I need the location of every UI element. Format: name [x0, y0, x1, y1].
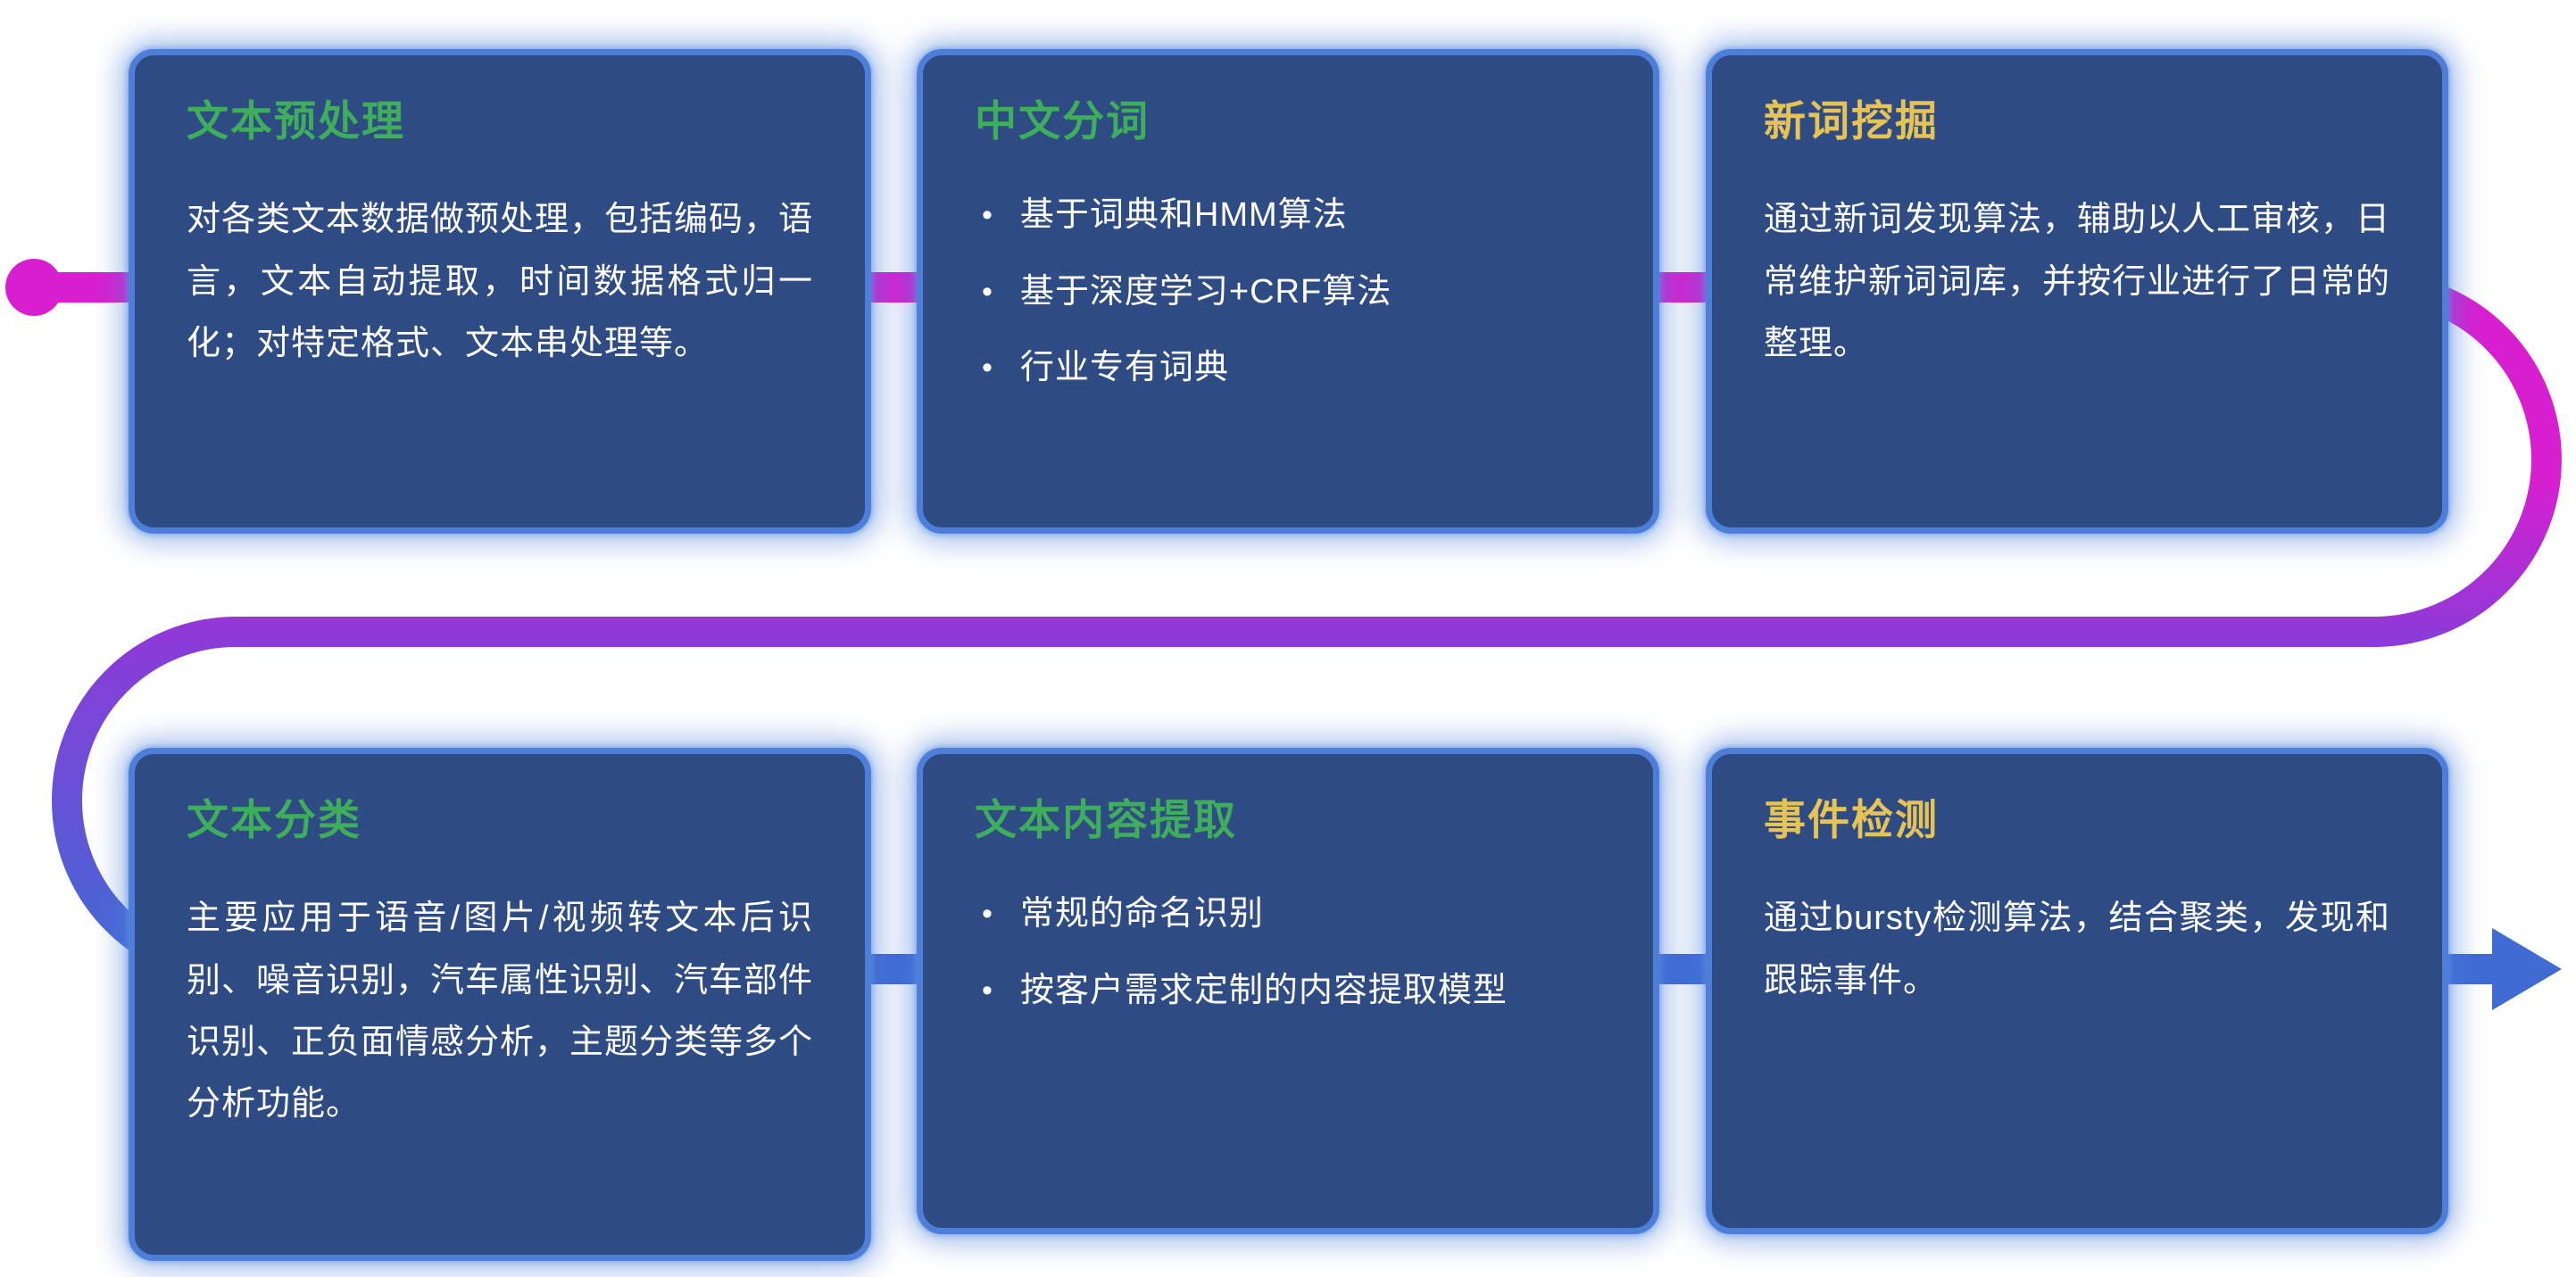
bullet-item: • 常规的命名识别: [975, 888, 1601, 941]
bullet-list: • 基于词典和HMM算法 • 基于深度学习+CRF算法 • 行业专有词典: [975, 189, 1601, 395]
flow-arrowhead-icon: [2492, 928, 2562, 1010]
card-new-word-mining: 新词挖掘 通过新词发现算法，辅助以人工审核，日常维护新词词库，并按行业进行了日常…: [1706, 49, 2448, 534]
bullet-text: 常规的命名识别: [1019, 895, 1264, 933]
card-title: 中文分词: [975, 97, 1150, 145]
bullet-item: • 行业专有词典: [975, 342, 1601, 395]
bullet-dot-icon: •: [982, 274, 993, 309]
card-body-text: 通过bursty检测算法，结合聚类，发现和跟踪事件。: [1764, 900, 2390, 999]
card-title: 文本分类: [187, 796, 361, 843]
bullet-dot-icon: •: [982, 897, 993, 932]
flow-start-dot: [5, 259, 62, 316]
card-body-text: 通过新词发现算法，辅助以人工审核，日常维护新词词库，并按行业进行了日常的整理。: [1764, 201, 2391, 362]
bullet-item: • 基于深度学习+CRF算法: [975, 266, 1601, 319]
card-text-classification: 文本分类 主要应用于语音/图片/视频转文本后识别、噪音识别，汽车属性识别、汽车部…: [129, 748, 871, 1261]
bullet-dot-icon: •: [982, 351, 993, 386]
card-event-detection: 事件检测 通过bursty检测算法，结合聚类，发现和跟踪事件。: [1706, 748, 2448, 1234]
bullet-text: 基于词典和HMM算法: [1019, 196, 1348, 235]
flow-path: [17, 272, 2562, 984]
bullet-item: • 基于词典和HMM算法: [975, 189, 1601, 243]
bullet-item: • 按客户需求定制的内容提取模型: [975, 965, 1601, 1018]
card-title: 文本内容提取: [975, 796, 1237, 843]
bullet-text: 行业专有词典: [1019, 349, 1229, 387]
card-body-text: 对各类文本数据做预处理，包括编码，语言，文本自动提取，时间数据格式归一化；对特定…: [187, 201, 814, 362]
card-chinese-word-segmentation: 中文分词 • 基于词典和HMM算法 • 基于深度学习+CRF算法 • 行业专有词…: [917, 49, 1659, 534]
card-title: 新词挖掘: [1764, 97, 1939, 145]
bullet-text: 按客户需求定制的内容提取模型: [1019, 971, 1508, 1009]
card-text-preprocessing: 文本预处理 对各类文本数据做预处理，包括编码，语言，文本自动提取，时间数据格式归…: [129, 49, 871, 534]
card-text-content-extraction: 文本内容提取 • 常规的命名识别 • 按客户需求定制的内容提取模型: [917, 748, 1659, 1234]
bullet-text: 基于深度学习+CRF算法: [1019, 272, 1392, 311]
card-title: 事件检测: [1764, 796, 1939, 843]
card-body-text: 主要应用于语音/图片/视频转文本后识别、噪音识别，汽车属性识别、汽车部件识别、正…: [187, 900, 814, 1123]
card-title: 文本预处理: [187, 97, 405, 145]
bullet-dot-icon: •: [982, 973, 993, 1008]
bullet-list: • 常规的命名识别 • 按客户需求定制的内容提取模型: [975, 888, 1601, 1017]
bullet-dot-icon: •: [982, 198, 993, 233]
